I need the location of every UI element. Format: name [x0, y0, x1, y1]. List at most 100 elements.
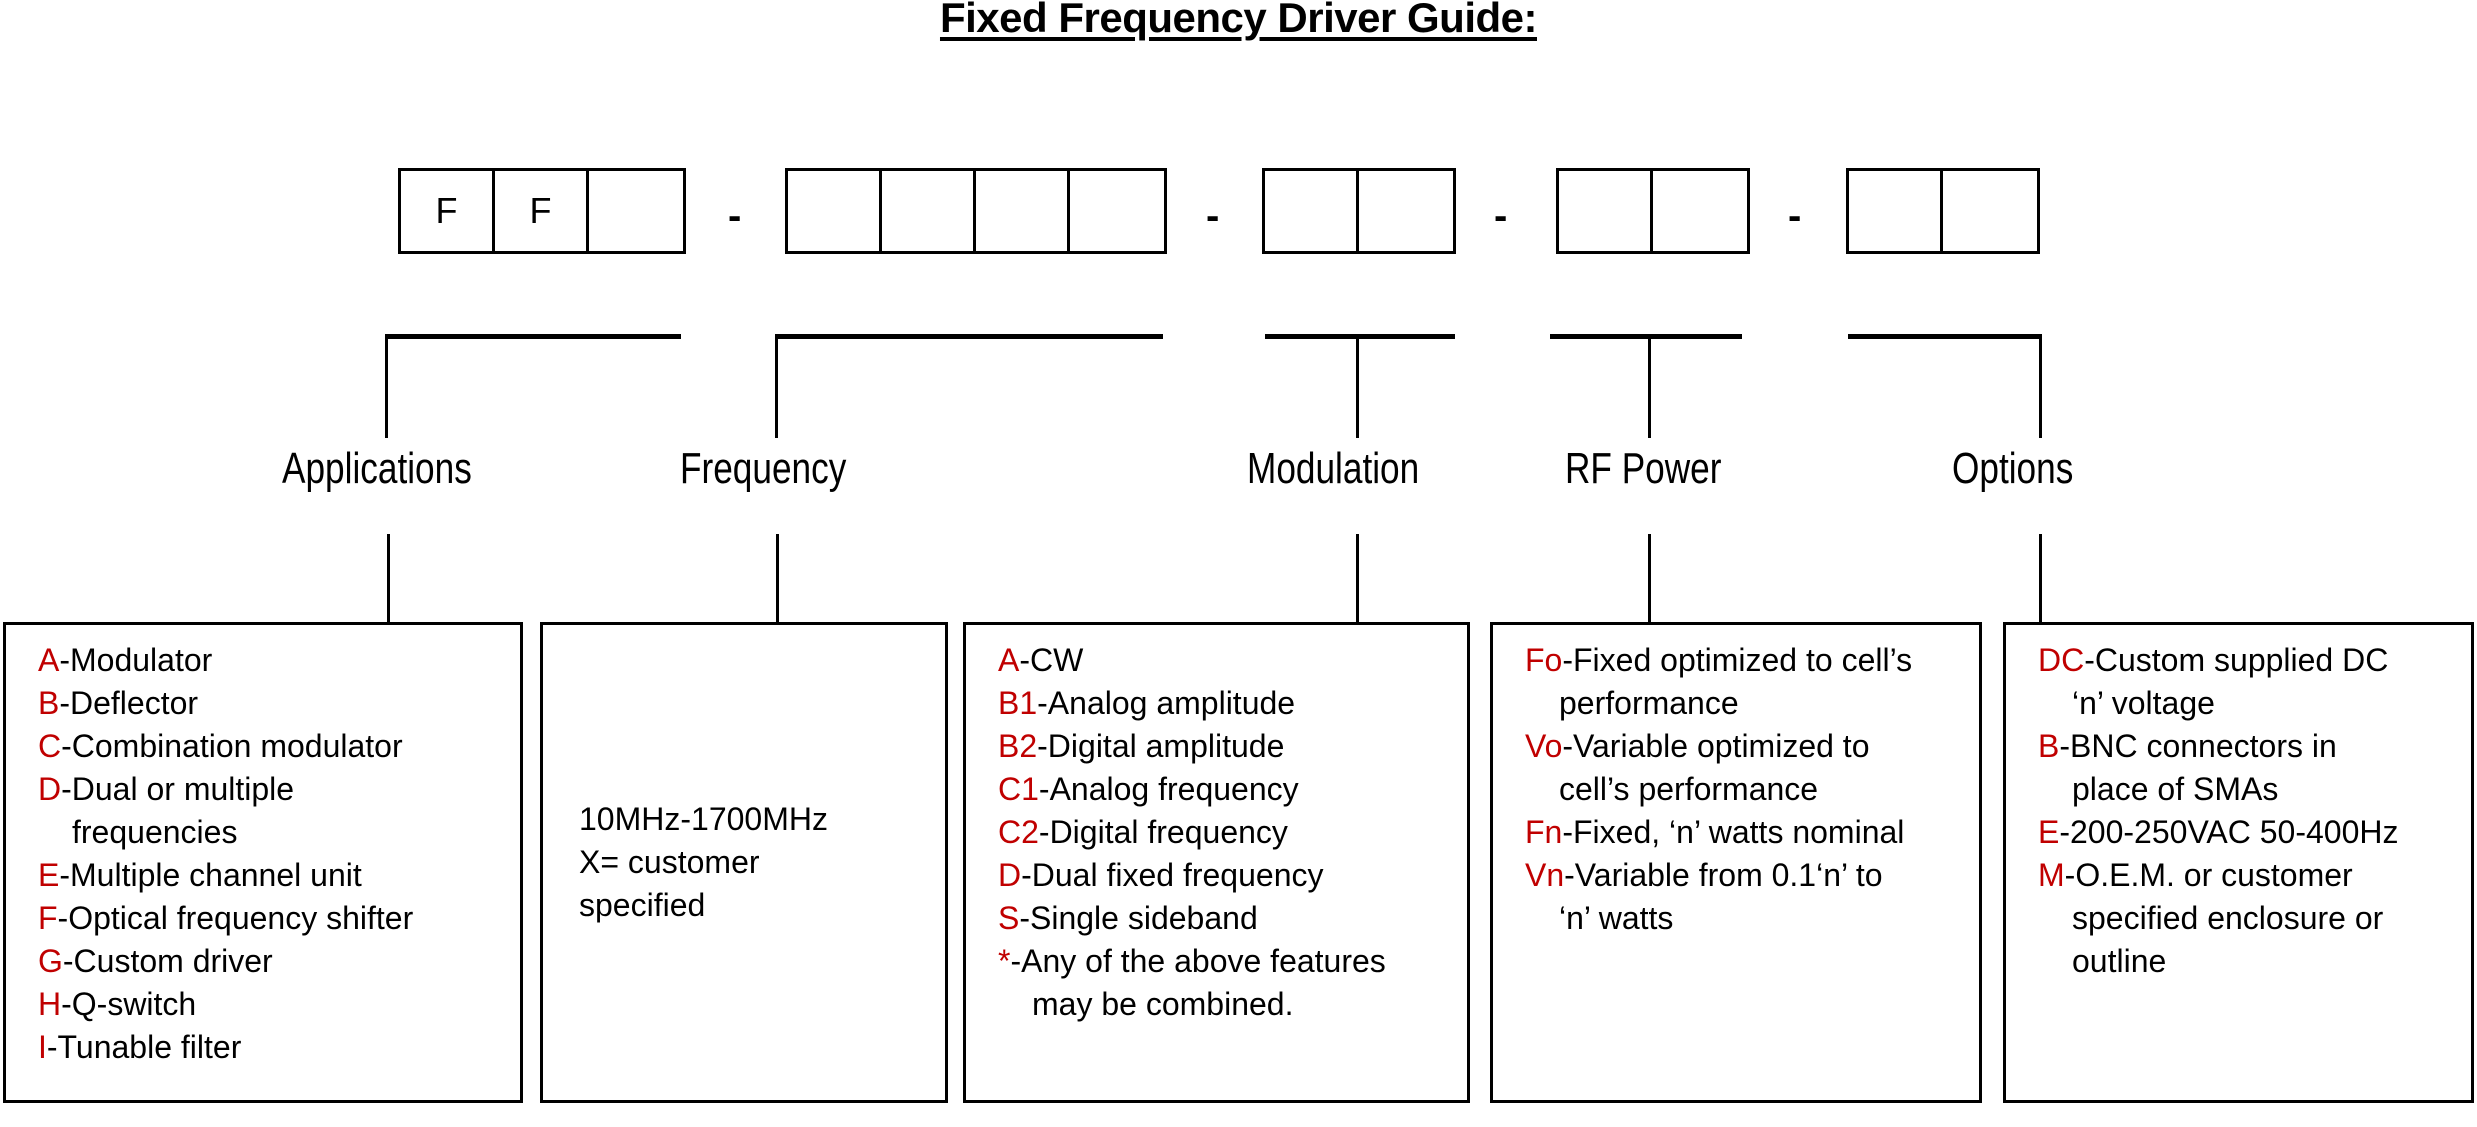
item-text: -BNC connectors in	[2059, 728, 2337, 764]
item-code: B2	[998, 728, 1038, 764]
part-number-cell[interactable]	[1359, 171, 1453, 251]
part-number-cell[interactable]	[1559, 171, 1653, 251]
detail-box-applications: A-Modulator B-Deflector C-Combination mo…	[3, 622, 523, 1103]
part-number-cell[interactable]	[589, 171, 683, 251]
part-number-cell[interactable]	[1653, 171, 1747, 251]
item-text: -Variable optimized to	[1562, 728, 1870, 764]
item-code: Fo	[1525, 642, 1563, 678]
list-item: A-Modulator	[38, 639, 512, 682]
part-number-group-applications[interactable]: F F	[398, 168, 686, 254]
connector-stem-options	[2039, 534, 2042, 624]
item-code: F	[38, 900, 58, 936]
connector-bracket-options	[1848, 334, 2042, 339]
item-code: E	[2038, 814, 2060, 850]
item-text: -Modulator	[59, 642, 213, 678]
part-number-group-options[interactable]	[1846, 168, 2040, 254]
part-number-separator: -	[1788, 194, 1802, 238]
category-label-modulation: Modulation	[1247, 444, 1420, 493]
item-text: -O.E.M. or customer	[2064, 857, 2353, 893]
category-label-rf-power: RF Power	[1565, 444, 1722, 493]
item-code: Vo	[1525, 728, 1563, 764]
part-number-cell[interactable]	[1849, 171, 1943, 251]
part-number-group-rf-power[interactable]	[1556, 168, 1750, 254]
frequency-line: 10MHz-1700MHz	[579, 801, 828, 837]
item-continuation: ‘n’ voltage	[2072, 685, 2215, 721]
item-text: -Combination modulator	[61, 728, 403, 764]
item-text: -Any of the above features	[1010, 943, 1386, 979]
item-continuation: place of SMAs	[2072, 771, 2279, 807]
list-item: Vn-Variable from 0.1‘n’ to‘n’ watts	[1525, 854, 1971, 940]
part-number-template: F F - - - -	[0, 168, 2477, 258]
item-text: -CW	[1019, 642, 1084, 678]
connector-stem-frequency	[776, 534, 779, 624]
list-item: Fn-Fixed, ‘n’ watts nominal	[1525, 811, 1971, 854]
item-code: I	[38, 1029, 47, 1065]
item-code: C2	[998, 814, 1039, 850]
item-text: -Variable from 0.1‘n’ to	[1564, 857, 1883, 893]
list-item: F-Optical frequency shifter	[38, 897, 512, 940]
item-text: -Single sideband	[1019, 900, 1258, 936]
part-number-cell[interactable]	[976, 171, 1070, 251]
item-text: -Q-switch	[61, 986, 197, 1022]
item-text: -Fixed, ‘n’ watts nominal	[1562, 814, 1905, 850]
item-code: C	[38, 728, 62, 764]
list-item: B-Deflector	[38, 682, 512, 725]
connector-stem-applications	[387, 534, 390, 624]
part-number-cell[interactable]: F	[401, 171, 495, 251]
item-text: -Analog amplitude	[1037, 685, 1296, 721]
part-number-cell[interactable]	[788, 171, 882, 251]
item-text: -Optical frequency shifter	[57, 900, 414, 936]
list-item: B-BNC connectors in place of SMAs	[2038, 725, 2463, 811]
list-item: B1-Analog amplitude	[998, 682, 1459, 725]
item-code: A	[998, 642, 1020, 678]
list-item: S-Single sideband	[998, 897, 1459, 940]
item-code: D	[998, 857, 1022, 893]
list-item: C-Combination modulator	[38, 725, 512, 768]
item-code: B1	[998, 685, 1038, 721]
connector-stem-rf-power	[1648, 534, 1651, 624]
page-title: Fixed Frequency Driver Guide:	[939, 0, 1538, 41]
item-code: H	[38, 986, 62, 1022]
connector-drop-options	[2039, 334, 2042, 438]
item-continuation: specified enclosure or outline	[2072, 900, 2384, 979]
part-number-separator: -	[1494, 194, 1508, 238]
item-code: E	[38, 857, 60, 893]
category-label-frequency: Frequency	[680, 444, 847, 493]
item-continuation: may be combined.	[1032, 986, 1294, 1022]
part-number-cell[interactable]: F	[495, 171, 589, 251]
item-code: D	[38, 771, 62, 807]
list-item: A-CW	[998, 639, 1459, 682]
item-code: B	[38, 685, 60, 721]
part-number-group-modulation[interactable]	[1262, 168, 1456, 254]
item-text: -Multiple channel unit	[59, 857, 362, 893]
item-code: S	[998, 900, 1020, 936]
item-code: B	[2038, 728, 2060, 764]
list-item: B2-Digital amplitude	[998, 725, 1459, 768]
part-number-cell[interactable]	[1265, 171, 1359, 251]
item-text: -Fixed optimized to cell’s	[1562, 642, 1913, 678]
list-item: E-200-250VAC 50-400Hz	[2038, 811, 2463, 854]
item-text: -Custom supplied DC	[2084, 642, 2389, 678]
detail-box-options: DC-Custom supplied DC‘n’ voltage B-BNC c…	[2003, 622, 2474, 1103]
item-continuation: frequencies	[72, 814, 238, 850]
item-text: -Analog frequency	[1038, 771, 1299, 807]
item-code: Vn	[1525, 857, 1565, 893]
part-number-cell[interactable]	[1943, 171, 2037, 251]
detail-box-modulation: A-CW B1-Analog amplitude B2-Digital ampl…	[963, 622, 1470, 1103]
item-code: C1	[998, 771, 1039, 807]
frequency-line: X= customer	[579, 844, 760, 880]
list-item: H-Q-switch	[38, 983, 512, 1026]
item-text: -Deflector	[59, 685, 199, 721]
connector-bracket-frequency	[775, 334, 1163, 339]
part-number-cell[interactable]	[1070, 171, 1164, 251]
part-number-cell[interactable]	[882, 171, 976, 251]
list-item: C2-Digital frequency	[998, 811, 1459, 854]
connector-bracket-modulation	[1265, 334, 1455, 339]
part-number-group-frequency[interactable]	[785, 168, 1167, 254]
